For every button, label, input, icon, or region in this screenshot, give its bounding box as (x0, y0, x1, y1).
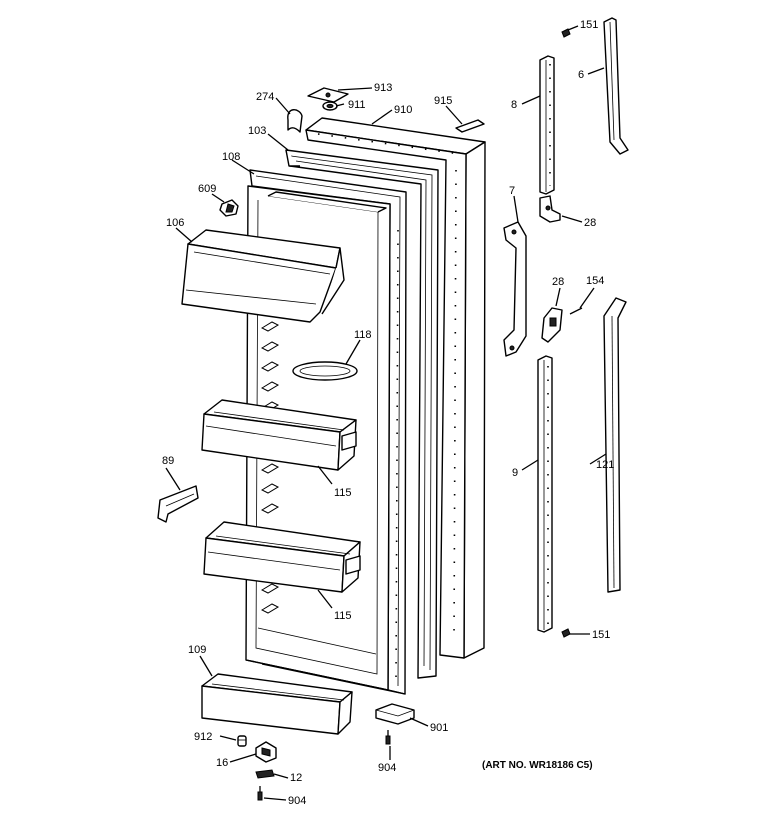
part-12 (255, 769, 275, 779)
part-911 (322, 101, 338, 111)
hinge-28-lower (541, 307, 563, 343)
handle-7 (503, 221, 527, 357)
label-911: 911 (348, 99, 366, 111)
part-915 (455, 119, 485, 133)
callout-labels: 151 6 8 913 274 911 910 915 103 108 609 … (162, 19, 614, 807)
screw-154 (569, 307, 583, 315)
part-912 (237, 735, 247, 747)
label-109: 109 (188, 644, 206, 656)
label-7: 7 (509, 185, 515, 197)
label-151-upper: 151 (580, 19, 598, 31)
label-28-lower: 28 (552, 276, 564, 288)
part-118 (292, 361, 358, 381)
label-915: 915 (434, 95, 452, 107)
hinge-28-upper (539, 195, 561, 223)
label-609: 609 (198, 183, 216, 195)
label-904-lower: 904 (288, 795, 306, 807)
part-901 (375, 703, 415, 725)
label-904-upper: 904 (378, 762, 396, 774)
label-118: 118 (354, 329, 372, 341)
trim-121 (603, 297, 627, 593)
art-number: (ART NO. WR18186 C5) (482, 760, 593, 771)
label-154: 154 (586, 275, 604, 287)
trim-8 (539, 55, 555, 195)
label-121: 121 (596, 459, 614, 471)
label-108: 108 (222, 151, 240, 163)
label-901: 901 (430, 722, 448, 734)
label-115-lower: 115 (334, 610, 352, 622)
part-609 (219, 199, 239, 217)
label-89: 89 (162, 455, 174, 467)
part-913 (307, 87, 349, 103)
trim-6 (603, 17, 629, 155)
label-16: 16 (216, 757, 228, 769)
trim-9 (537, 355, 553, 633)
label-8: 8 (511, 99, 517, 111)
bottom-bin (201, 673, 353, 735)
label-9: 9 (512, 467, 518, 479)
door-shelf-upper (201, 399, 357, 471)
label-28-upper: 28 (584, 217, 596, 229)
leader-lines (165, 25, 607, 801)
label-103: 103 (248, 125, 266, 137)
label-913: 913 (374, 82, 392, 94)
label-6: 6 (578, 69, 584, 81)
screw-904-upper (385, 730, 391, 745)
screw-904-lower (257, 786, 263, 801)
label-912: 912 (194, 731, 212, 743)
label-115-upper: 115 (334, 487, 352, 499)
part-89 (157, 485, 199, 523)
label-106: 106 (166, 217, 184, 229)
dairy-compartment (181, 229, 345, 323)
screw-151-upper (561, 28, 571, 38)
label-12: 12 (290, 772, 302, 784)
door-gasket (285, 149, 439, 679)
screw-151-lower (561, 628, 571, 638)
door-shelf-lower (203, 521, 361, 593)
label-910: 910 (394, 104, 412, 116)
door-outer-shell (305, 117, 486, 659)
label-151-lower: 151 (592, 629, 610, 641)
part-274 (287, 109, 303, 133)
part-16 (255, 741, 277, 763)
label-274: 274 (256, 91, 274, 103)
